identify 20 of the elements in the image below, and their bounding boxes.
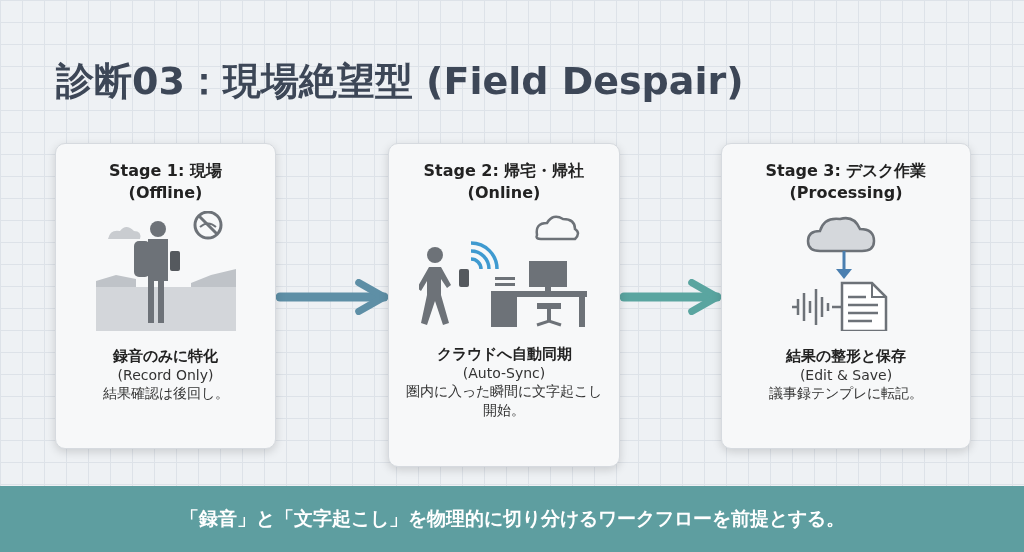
title: 診断03：現場絶望型 (Field Despair) bbox=[56, 58, 744, 105]
arrow bbox=[619, 279, 722, 315]
stage-note: 議事録テンプレに転記。 bbox=[768, 384, 924, 403]
stage-note: 圏内に入った瞬間に文字起こし開始。 bbox=[405, 382, 603, 419]
stage-subtitle: (Auto-Sync) bbox=[462, 364, 546, 383]
footer-text: 「録音」と「文字起こし」を物理的に切り分けるワークフローを前提とする。 bbox=[179, 506, 845, 531]
arrow bbox=[275, 279, 389, 315]
stage-subtitle: (Edit & Save) bbox=[799, 366, 893, 385]
footer-banner bbox=[0, 486, 1024, 552]
stage-card bbox=[388, 143, 620, 467]
stage-note: 結果確認は後回し。 bbox=[101, 384, 230, 403]
stage-card bbox=[721, 143, 971, 449]
stage-heading: Stage 1: 現場 (Offline) bbox=[108, 160, 223, 204]
stage-card bbox=[55, 143, 276, 449]
stage-subheading: 結果の整形と保存 bbox=[786, 347, 906, 367]
stage-subheading: クラウドへ自動同期 bbox=[436, 345, 572, 365]
stage-heading: Stage 3: デスク作業 (Processing) bbox=[764, 160, 928, 204]
stage-subheading: 録音のみに特化 bbox=[113, 347, 218, 367]
stage-subtitle: (Record Only) bbox=[117, 366, 214, 385]
stage-heading: Stage 2: 帰宅・帰社 (Online) bbox=[422, 160, 586, 204]
